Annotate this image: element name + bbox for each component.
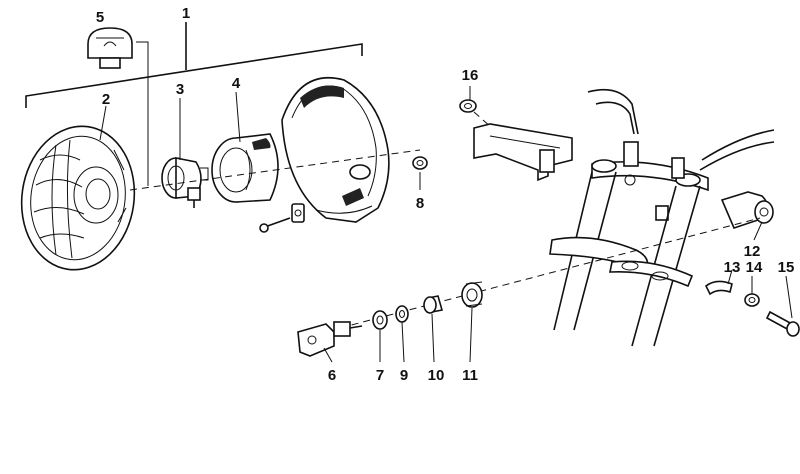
washer-9: [395, 305, 409, 323]
front-fork: [549, 88, 775, 347]
callout-7: 7: [376, 367, 384, 384]
bulb-socket: [161, 157, 209, 208]
washer-7: [372, 310, 388, 330]
headlight-lens: [20, 125, 136, 271]
bolt-15: [765, 310, 800, 337]
callout-10: 10: [428, 367, 445, 384]
leader-lines: [99, 91, 793, 363]
mount-stud-6: [297, 321, 363, 357]
bulb: [87, 27, 149, 186]
callout-3: 3: [176, 81, 184, 98]
assembly-bracket: [25, 22, 363, 108]
callout-14: 14: [746, 259, 763, 276]
callout-12: 12: [744, 243, 761, 260]
washer-14: [744, 293, 760, 307]
callout-8: 8: [416, 195, 424, 212]
callout-13: 13: [724, 259, 741, 276]
callout-5: 5: [96, 9, 104, 26]
rubber-bushing-11: [461, 281, 483, 308]
housing-screw: [259, 217, 291, 233]
callout-15: 15: [778, 259, 795, 276]
callout-11: 11: [462, 367, 478, 384]
spacer-10: [423, 295, 444, 314]
clip-13: [704, 280, 733, 296]
mount-axis: [339, 217, 761, 329]
nut-16: [459, 86, 493, 129]
callout-16: 16: [462, 67, 479, 84]
callout-2: 2: [102, 91, 110, 108]
callout-4: 4: [232, 75, 241, 92]
assembly-axis: [129, 149, 421, 191]
mounting-bracket: [473, 123, 573, 182]
callout-1: 1: [182, 5, 190, 22]
mounting-ring: [211, 133, 279, 203]
callout-labels: 1 2 3 4 5 6 7 8 9 10 11 12 13 14 15 16: [96, 5, 795, 384]
headlight-housing: [281, 76, 390, 223]
nut-8: [412, 156, 428, 190]
callout-9: 9: [400, 367, 408, 384]
callout-6: 6: [328, 367, 336, 384]
